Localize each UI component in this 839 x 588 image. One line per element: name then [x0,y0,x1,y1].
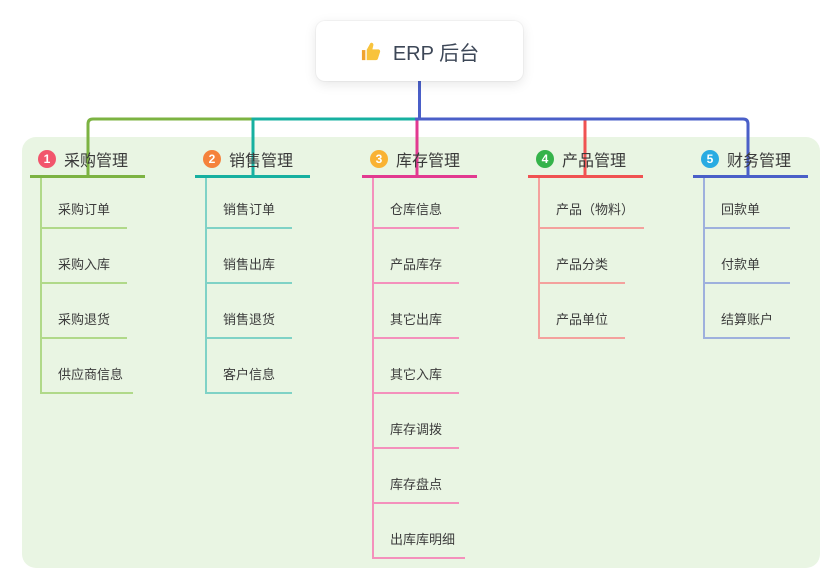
child-label: 产品单位 [556,312,609,327]
child-label: 采购订单 [58,202,111,217]
child-label: 库存调拨 [390,422,443,437]
child-label: 其它出库 [390,312,443,327]
branch-children: 采购订单 采购入库 采购退货 供应商信息 [40,178,134,394]
branches-panel [22,137,820,568]
child-node[interactable]: 采购入库 [42,229,127,284]
child-node[interactable]: 销售订单 [207,178,292,229]
child-label: 销售订单 [223,202,276,217]
thumbs-up-icon [360,40,383,63]
child-node[interactable]: 其它入库 [374,339,459,394]
child-node[interactable]: 采购退货 [42,284,127,339]
branch-children: 销售订单 销售出库 销售退货 客户信息 [205,178,292,394]
branch-number-badge: 1 [38,149,56,168]
child-node[interactable]: 库存盘点 [374,449,459,504]
child-node[interactable]: 销售退货 [207,284,292,339]
child-label: 采购入库 [58,257,111,272]
root-node[interactable]: ERP 后台 [316,21,523,81]
child-label: 库存盘点 [390,477,443,492]
branch-column: 5 财务管理 回款单 付款单 结算账户 [693,142,808,339]
branch-node[interactable]: 5 财务管理 [693,142,808,178]
child-label: 其它入库 [390,367,443,382]
child-node[interactable]: 回款单 [705,178,790,229]
child-label: 付款单 [721,257,761,272]
child-node[interactable]: 供应商信息 [42,339,134,394]
branch-node[interactable]: 3 库存管理 [362,142,477,178]
branch-label: 产品管理 [562,152,627,170]
child-node[interactable]: 产品分类 [540,229,625,284]
branch-label: 销售管理 [229,152,294,170]
branch-node[interactable]: 4 产品管理 [528,142,643,178]
branch-column: 4 产品管理 产品（物料） 产品分类 产品单位 [528,142,645,339]
child-label: 销售出库 [223,257,276,272]
branch-number-badge: 5 [701,149,719,168]
child-label: 产品库存 [390,257,443,272]
branch-label: 库存管理 [396,152,461,170]
branch-number-badge: 2 [203,149,221,168]
child-label: 供应商信息 [58,367,124,382]
child-node[interactable]: 其它出库 [374,284,459,339]
child-label: 产品（物料） [556,202,635,217]
child-label: 客户信息 [223,367,276,382]
child-label: 出库库明细 [390,532,456,547]
child-label: 回款单 [721,202,761,217]
child-label: 结算账户 [721,312,774,327]
child-node[interactable]: 产品（物料） [540,178,645,229]
branch-number-badge: 4 [536,149,554,168]
branch-label: 财务管理 [727,152,792,170]
branch-children: 回款单 付款单 结算账户 [703,178,790,339]
child-node[interactable]: 库存调拨 [374,394,459,449]
child-node[interactable]: 产品库存 [374,229,459,284]
branch-column: 3 库存管理 仓库信息 产品库存 其它出库 其它入库 库存调拨 库存盘点 出库库… [362,142,477,559]
child-node[interactable]: 出库库明细 [374,504,466,559]
child-label: 采购退货 [58,312,111,327]
branch-number-badge: 3 [370,149,388,168]
child-node[interactable]: 产品单位 [540,284,625,339]
child-node[interactable]: 采购订单 [42,178,127,229]
child-node[interactable]: 结算账户 [705,284,790,339]
child-label: 销售退货 [223,312,276,327]
branch-column: 2 销售管理 销售订单 销售出库 销售退货 客户信息 [195,142,310,394]
branch-node[interactable]: 2 销售管理 [195,142,310,178]
child-node[interactable]: 付款单 [705,229,790,284]
branch-children: 仓库信息 产品库存 其它出库 其它入库 库存调拨 库存盘点 出库库明细 [372,178,466,559]
child-node[interactable]: 销售出库 [207,229,292,284]
child-label: 产品分类 [556,257,609,272]
branch-label: 采购管理 [64,152,129,170]
branch-node[interactable]: 1 采购管理 [30,142,145,178]
root-title: ERP 后台 [392,42,480,65]
child-label: 仓库信息 [390,202,443,217]
child-node[interactable]: 客户信息 [207,339,292,394]
branch-children: 产品（物料） 产品分类 产品单位 [538,178,645,339]
branch-column: 1 采购管理 采购订单 采购入库 采购退货 供应商信息 [30,142,145,394]
child-node[interactable]: 仓库信息 [374,178,459,229]
